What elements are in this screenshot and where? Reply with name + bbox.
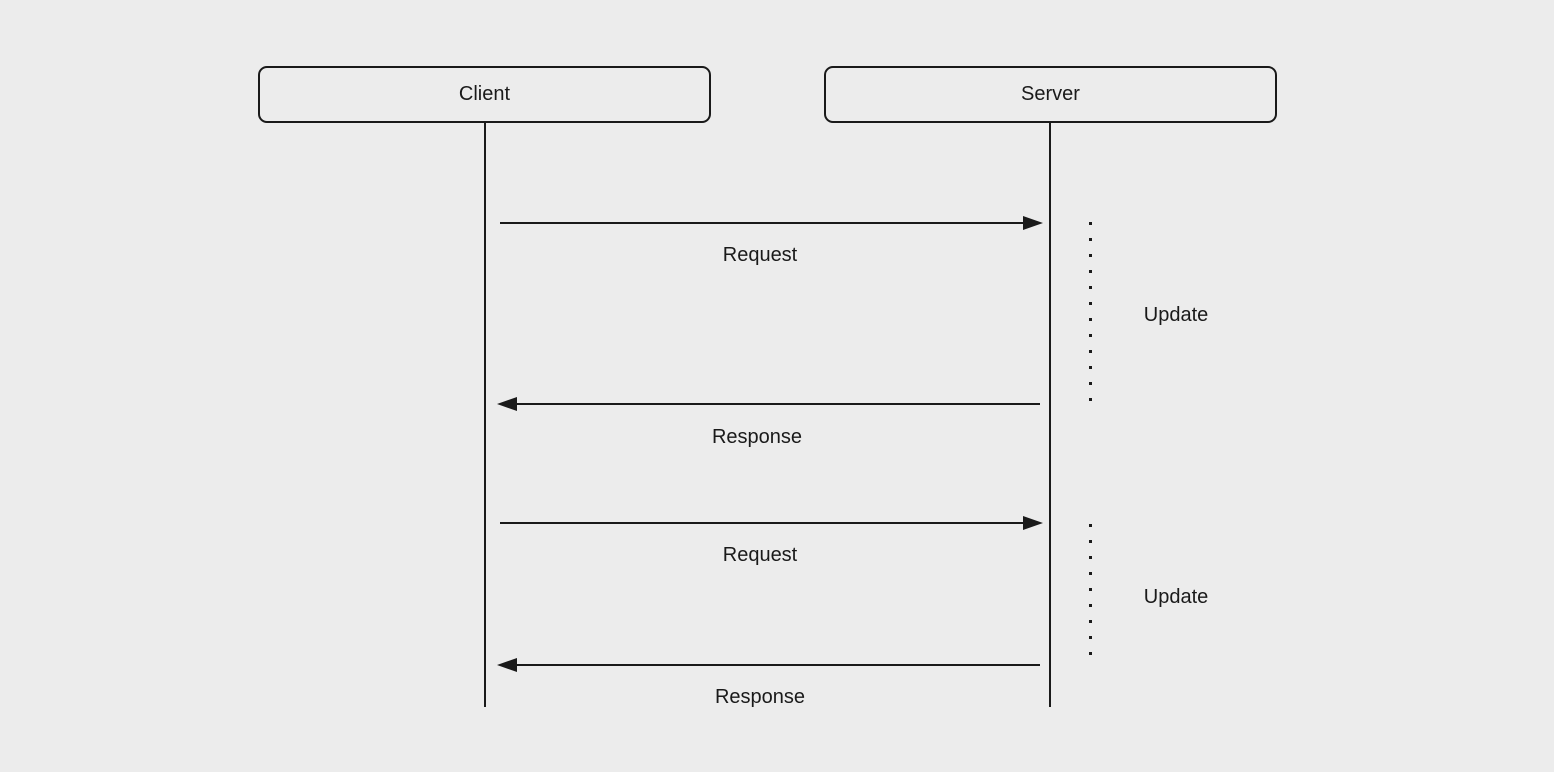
arrowhead-left-icon [497,658,517,672]
arrow-shaft [500,522,1029,524]
actor-box-server: Server [824,66,1277,123]
arrow-shaft [511,403,1040,405]
actor-label-client: Client [458,83,511,105]
arrowhead-right-icon [1023,516,1043,530]
message-arrow-request-2 [500,515,1043,531]
activity-dotted-line-2 [1089,524,1092,658]
message-label-request-2: Request [722,544,798,566]
arrowhead-left-icon [497,397,517,411]
actor-label-server: Server [1021,83,1080,105]
actor-box-client: Client [258,66,711,123]
activity-label-update-2: Update [1143,586,1209,608]
message-arrow-response-2 [497,657,1040,673]
message-label-request-1: Request [722,244,798,266]
activity-dotted-line-1 [1089,222,1092,404]
arrowhead-right-icon [1023,216,1043,230]
activity-label-update-1: Update [1143,304,1209,326]
message-arrow-response-1 [497,396,1040,412]
lifeline-client [484,123,486,707]
arrow-shaft [511,664,1040,666]
message-label-response-2: Response [714,686,806,708]
message-arrow-request-1 [500,215,1043,231]
lifeline-server [1049,123,1051,707]
message-label-response-1: Response [711,426,803,448]
arrow-shaft [500,222,1029,224]
